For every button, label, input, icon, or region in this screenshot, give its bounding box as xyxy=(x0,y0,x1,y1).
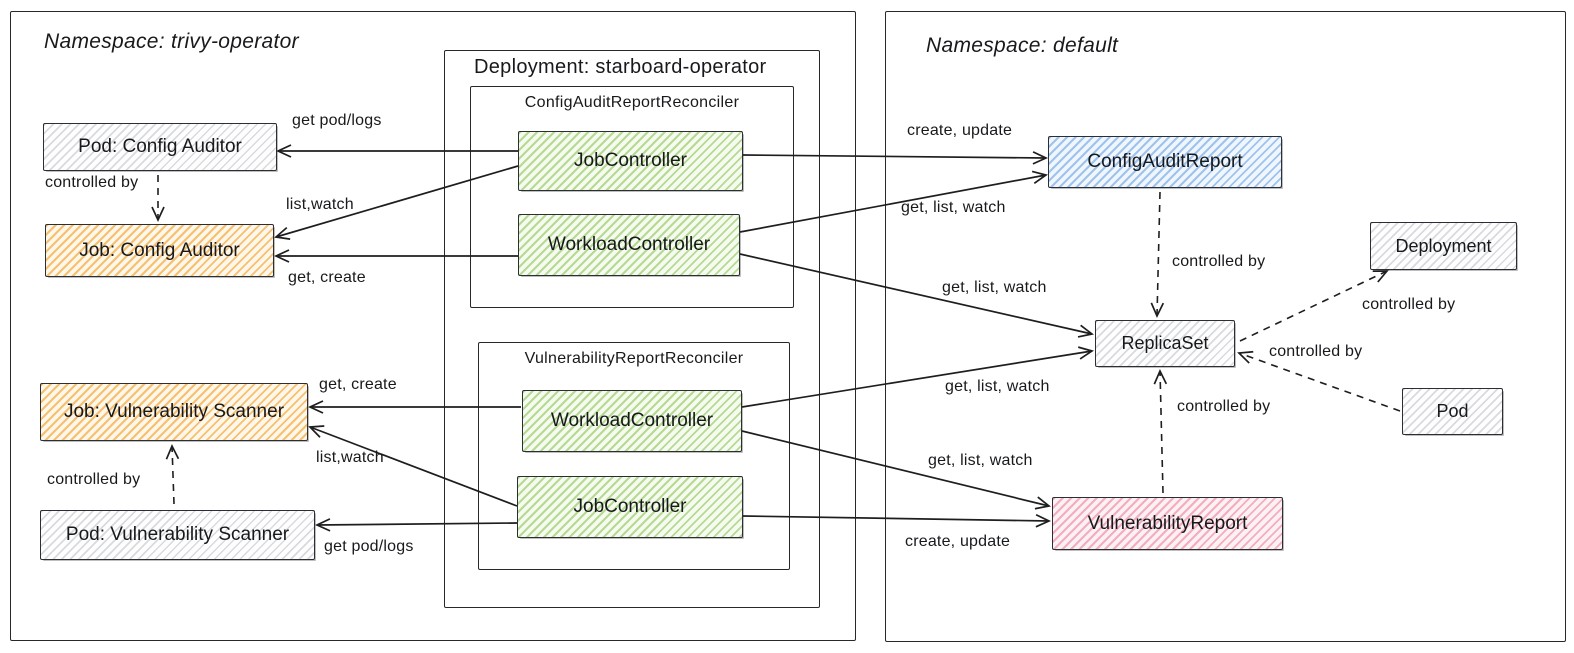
edge-label-controlled-by-replicaset: controlled by xyxy=(1362,296,1456,313)
edge-label-controlled-by-pod: controlled by xyxy=(1269,343,1363,360)
edge-label-get-create-vuln: get, create xyxy=(319,376,397,393)
node-replicaset: ReplicaSet xyxy=(1095,320,1235,367)
edge-label-get-list-watch-replicaset-top: get, list, watch xyxy=(942,279,1047,296)
node-pod-vulnerability-scanner: Pod: Vulnerability Scanner xyxy=(40,510,315,560)
node-deployment: Deployment xyxy=(1370,222,1517,270)
edge-label-list-watch-vuln: list,watch xyxy=(316,449,384,466)
deployment-starboard-operator-title: Deployment: starboard-operator xyxy=(474,56,767,78)
edge-label-get-create-config: get, create xyxy=(288,269,366,286)
node-jobcontroller-config: JobController xyxy=(518,131,743,191)
edge-label-get-pod-logs-config: get pod/logs xyxy=(292,112,382,129)
edge-label-controlled-by-pod-vulnerability-scanner: controlled by xyxy=(47,471,141,488)
node-configauditreport: ConfigAuditReport xyxy=(1048,136,1282,188)
config-audit-report-reconciler-title: ConfigAuditReportReconciler xyxy=(524,94,740,111)
edge-label-list-watch-config: list,watch xyxy=(286,196,354,213)
node-workloadcontroller-config: WorkloadController xyxy=(518,214,740,276)
vulnerability-report-reconciler-title: VulnerabilityReportReconciler xyxy=(524,350,744,367)
edge-label-get-list-watch-replicaset-bottom: get, list, watch xyxy=(945,378,1050,395)
node-job-vulnerability-scanner: Job: Vulnerability Scanner xyxy=(40,383,308,441)
edge-label-get-list-watch-vulnerabilityreport: get, list, watch xyxy=(928,452,1033,469)
node-pod: Pod xyxy=(1402,388,1503,435)
edge-label-create-update-vuln: create, update xyxy=(905,533,1011,550)
node-pod-config-auditor: Pod: Config Auditor xyxy=(43,123,277,171)
edge-label-get-pod-logs-vuln: get pod/logs xyxy=(324,538,414,555)
node-job-config-auditor: Job: Config Auditor xyxy=(45,224,274,277)
edge-label-controlled-by-vulnerabilityreport: controlled by xyxy=(1177,398,1271,415)
node-jobcontroller-vuln: JobController xyxy=(517,476,743,538)
node-vulnerabilityreport: VulnerabilityReport xyxy=(1052,497,1283,550)
edge-label-controlled-by-configauditreport: controlled by xyxy=(1172,253,1266,270)
edge-label-get-list-watch-configauditreport: get, list, watch xyxy=(901,199,1006,216)
edge-label-controlled-by-pod-config-auditor: controlled by xyxy=(45,174,139,191)
namespace-default-title: Namespace: default xyxy=(926,34,1119,57)
edge-label-create-update-config: create, update xyxy=(907,122,1013,139)
namespace-trivy-operator-title: Namespace: trivy-operator xyxy=(44,30,299,53)
node-workloadcontroller-vuln: WorkloadController xyxy=(522,390,742,452)
